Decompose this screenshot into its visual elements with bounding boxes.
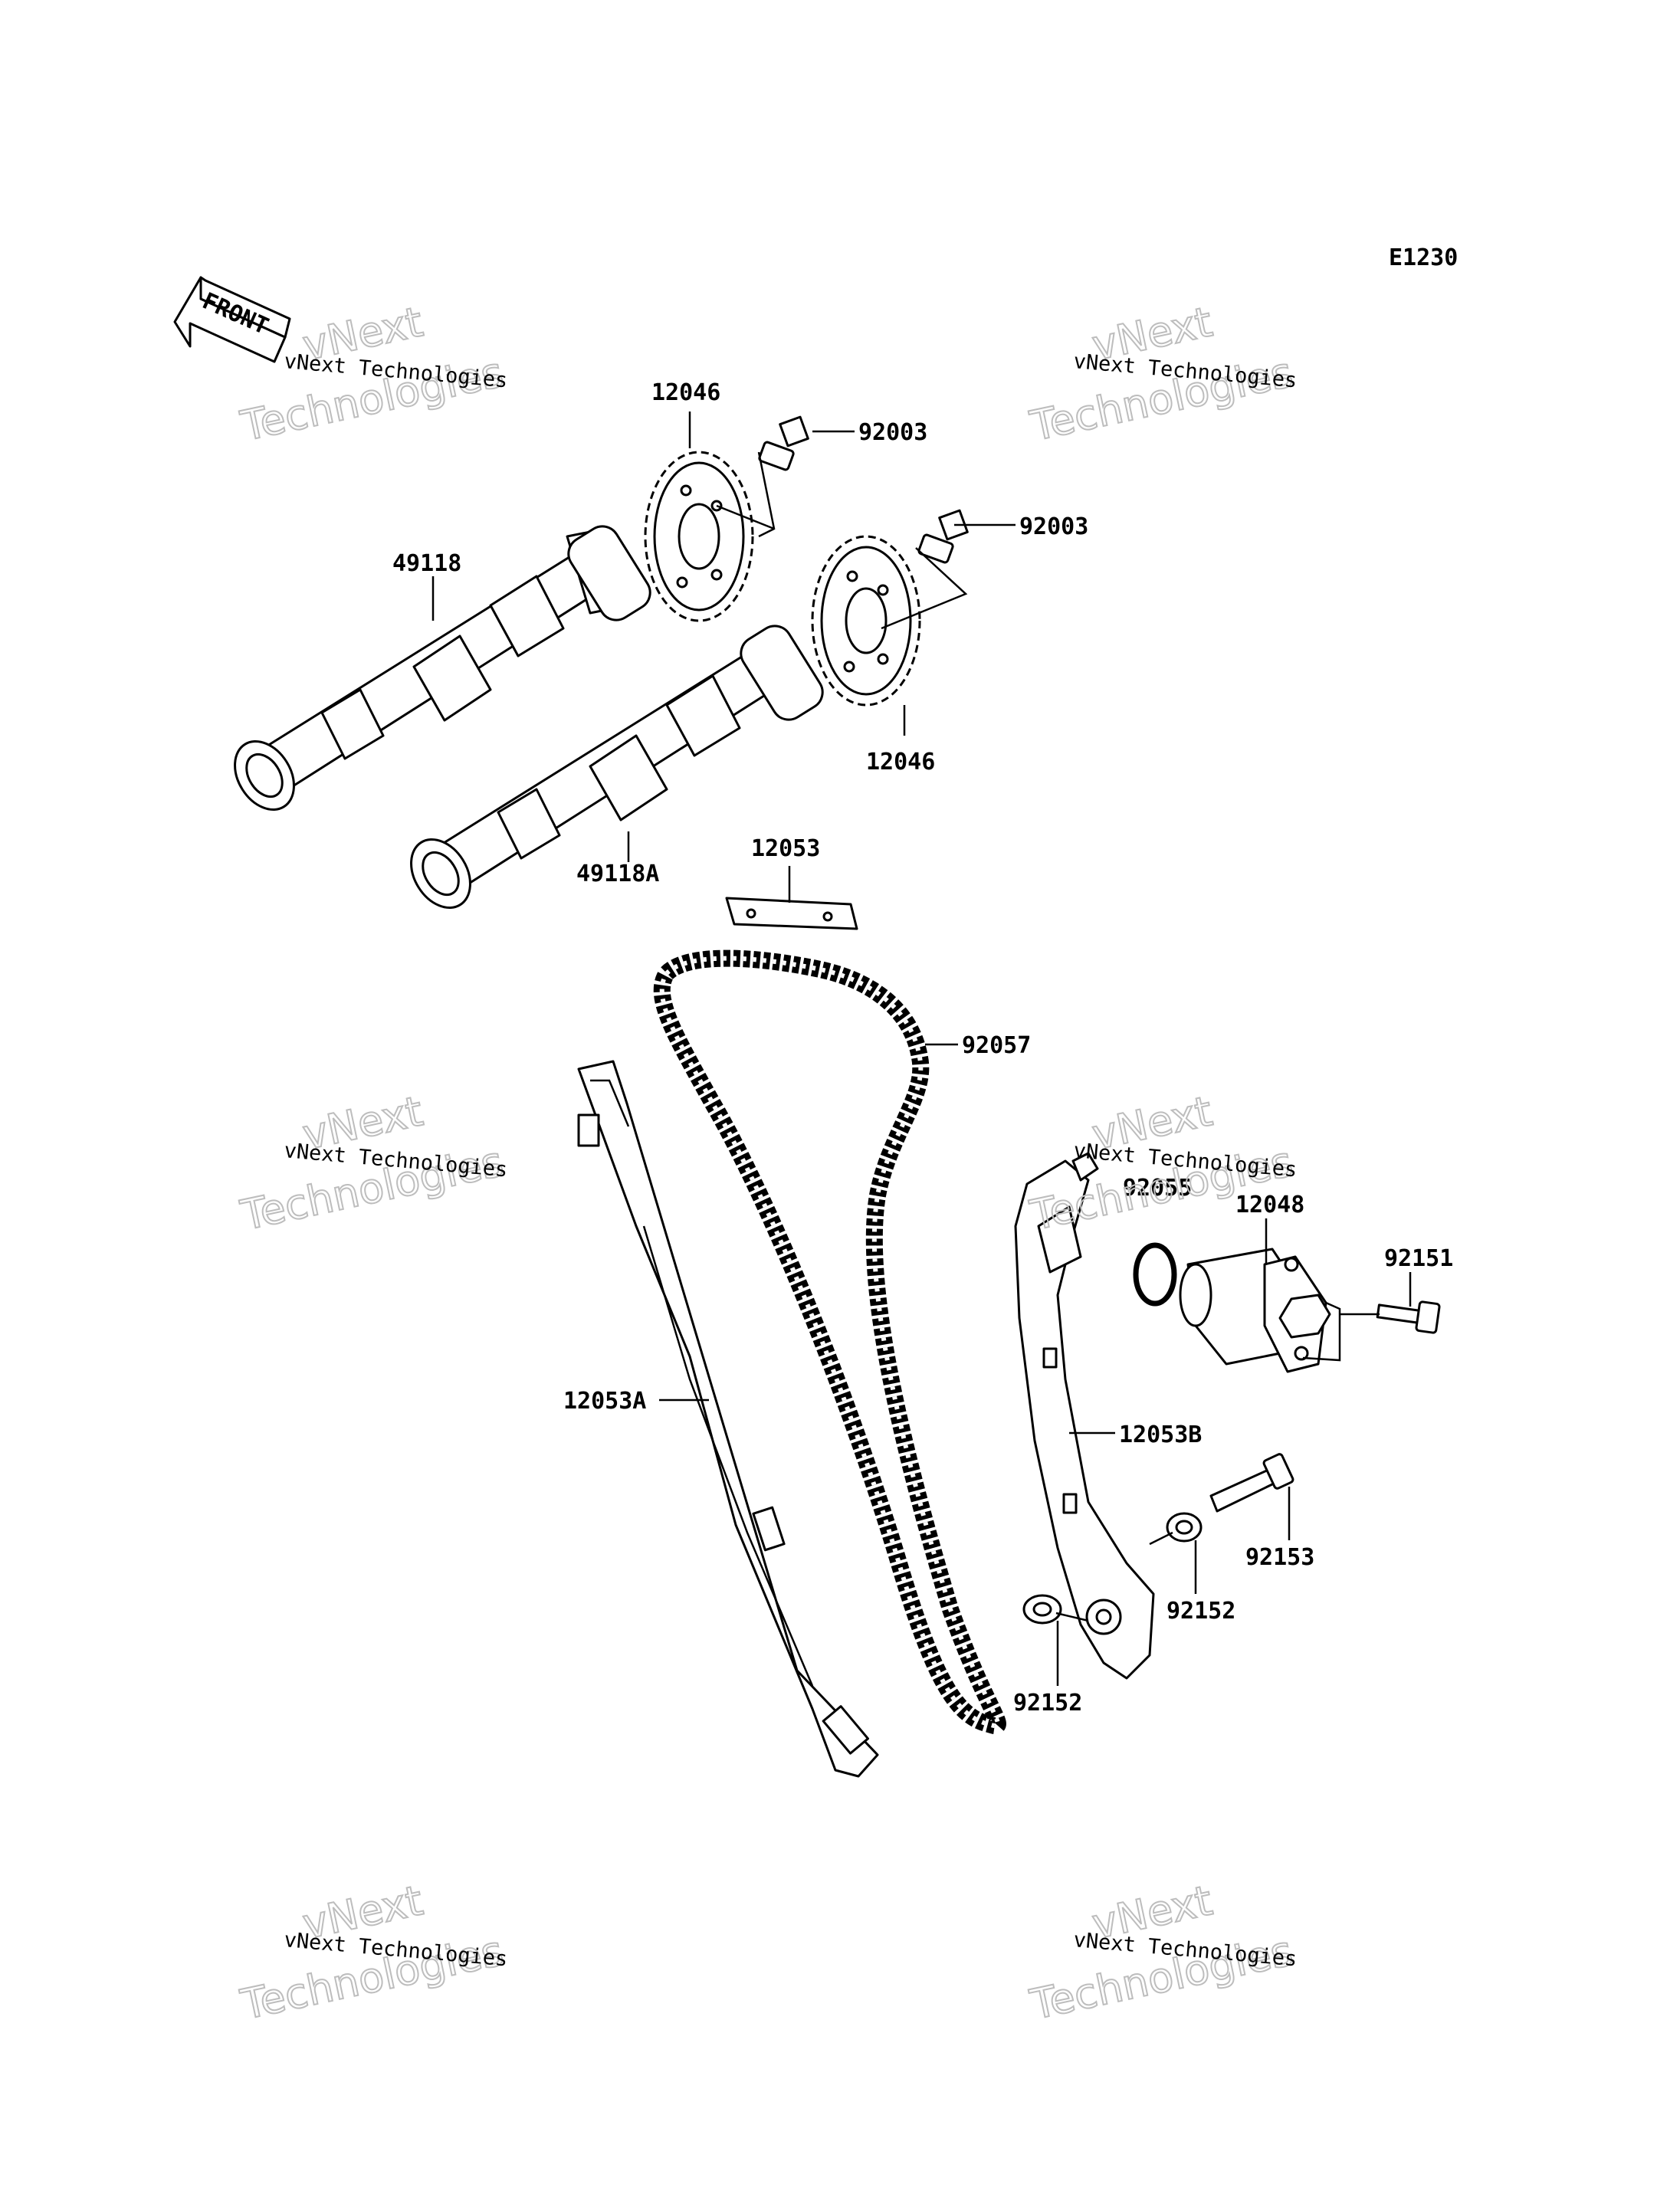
callout-sprocket-bolt-upper: 92003: [858, 419, 927, 446]
callout-sprocket-bolt-lower: 92003: [1019, 513, 1088, 540]
sprocket-bolt-upper-icon: [758, 415, 809, 471]
o-ring-icon: [1133, 1242, 1177, 1307]
callout-o-ring: 92055: [1123, 1175, 1192, 1202]
watermark-bottom-left: vNext Technologies vNext Technologies: [236, 1875, 509, 2030]
tensioner-bolt-icon: [1376, 1300, 1441, 1334]
camshaft-intake-icon: [410, 625, 824, 910]
callout-camshaft-sprocket-upper: 12046: [651, 379, 720, 406]
callout-tensioner-bolt: 92151: [1384, 1245, 1453, 1272]
callout-camshaft-sprocket-lower: 12046: [866, 749, 935, 776]
chain-tensioner-icon: [1179, 1248, 1331, 1373]
watermark-top-right: vNext Technologies vNext Technologies: [1025, 297, 1298, 451]
collar-lower-icon: [1022, 1594, 1062, 1625]
callout-camshaft-exhaust: 49118: [392, 550, 461, 577]
callout-chain-guide-front: 12053A: [563, 1388, 646, 1415]
pivot-bolt-icon: [1209, 1453, 1294, 1513]
front-arrow-icon: FRONT: [173, 276, 291, 363]
diagram-code: E1230: [1389, 244, 1458, 271]
callout-chain-tensioner: 12048: [1235, 1192, 1304, 1218]
camshaft-exhaust-icon: [234, 525, 651, 812]
watermark-middle-left: vNext Technologies vNext Technologies: [236, 1086, 509, 1241]
callout-collar-upper: 92152: [1166, 1598, 1235, 1625]
camshaft-sprocket-lower-icon: [811, 535, 921, 707]
callout-cam-chain: 92057: [962, 1032, 1031, 1059]
sprocket-bolt-lower-icon: [917, 509, 969, 564]
callout-tensioner-guide: 12053B: [1119, 1421, 1202, 1448]
callout-collar-lower: 92152: [1013, 1690, 1082, 1717]
collar-upper-icon: [1166, 1512, 1203, 1543]
callout-camshaft-intake: 49118A: [576, 861, 659, 887]
camshaft-sprocket-upper-icon: [644, 451, 754, 622]
callout-chain-guide-top: 12053: [751, 835, 820, 862]
tensioner-guide-icon: [1014, 1152, 1155, 1680]
chain-guide-front-icon: [577, 1060, 879, 1778]
watermark-bottom-right: vNext Technologies vNext Technologies: [1025, 1875, 1298, 2030]
chain-guide-top-icon: [725, 897, 858, 930]
callout-pivot-bolt: 92153: [1245, 1544, 1314, 1571]
leader-lines: [431, 412, 1412, 1686]
cam-chain-icon: [653, 949, 1006, 1735]
